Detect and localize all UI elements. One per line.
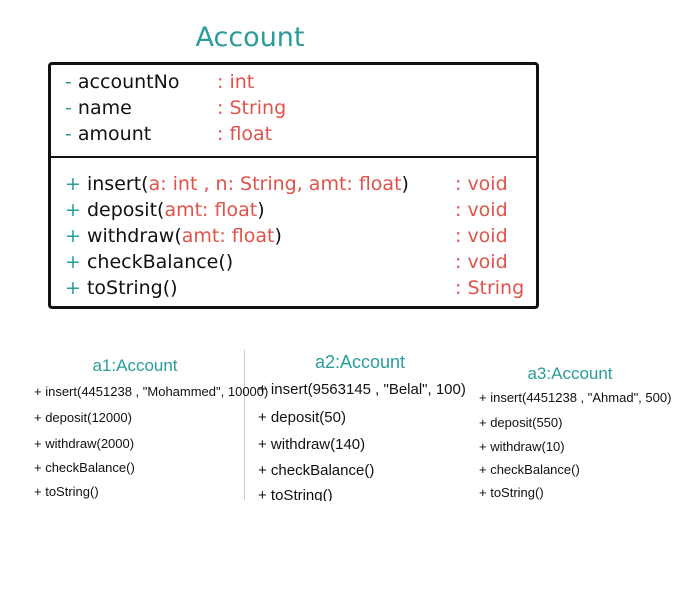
operation-name: checkBalance() <box>86 251 234 273</box>
object-a1-call: + toString() <box>34 484 99 499</box>
object-a3-call: + insert(4451238 , "Ahmad", 500) <box>479 390 672 405</box>
operation-params: a: int , n: String, amt: float <box>148 173 402 195</box>
operation-row: + deposit(amt: float) <box>65 199 265 221</box>
object-a1-call: + insert(4451238 , "Mohammed", 10000) <box>34 384 269 399</box>
return-type: : void <box>455 225 508 247</box>
column-separator <box>244 350 245 500</box>
object-a1-call: + deposit(12000) <box>34 410 132 425</box>
operation-params: amt: float <box>164 199 258 221</box>
object-a2-call: + toString() <box>258 487 333 501</box>
return-type: : void <box>455 173 508 195</box>
attribute-row: - accountNo <box>65 71 179 93</box>
operation-row: + withdraw(amt: float) <box>65 225 282 247</box>
operation-params: amt: float <box>181 225 275 247</box>
attribute-type: : int <box>217 71 255 93</box>
object-a2-call: + insert(9563145 , "Belal", 100) <box>258 381 466 398</box>
attribute-row: - name <box>65 97 132 119</box>
object-a3-call: + toString() <box>479 485 544 500</box>
visibility-marker: + <box>65 251 81 273</box>
object-title-a2: a2:Account <box>314 352 406 372</box>
attribute-name: name <box>77 97 132 119</box>
visibility-marker: - <box>65 97 72 119</box>
operation-close: ) <box>274 225 282 247</box>
operation-name: withdraw( <box>86 225 182 247</box>
object-a3-call: + checkBalance() <box>479 462 580 477</box>
operation-name: insert( <box>86 173 149 195</box>
operation-name: deposit( <box>86 199 165 221</box>
attribute-name: accountNo <box>77 71 180 93</box>
attribute-type: : float <box>217 123 273 145</box>
attribute-name: amount <box>77 123 152 145</box>
object-a1-call: + withdraw(2000) <box>34 436 135 451</box>
attribute-row: - amount <box>65 123 151 145</box>
return-type: : String <box>455 277 525 299</box>
object-a3-call: + withdraw(10) <box>479 439 565 454</box>
operation-row: + toString() <box>65 277 178 299</box>
operation-close: ) <box>401 173 409 195</box>
object-title-a3: a3:Account <box>527 364 613 383</box>
uml-class-box: - accountNo : int - name : String - amou… <box>48 62 539 309</box>
operation-close: ) <box>257 199 265 221</box>
object-a3-call: + deposit(550) <box>479 415 563 430</box>
operation-name: toString() <box>86 277 178 299</box>
visibility-marker: - <box>65 123 72 145</box>
operation-row: + checkBalance() <box>65 251 233 273</box>
visibility-marker: + <box>65 225 81 247</box>
class-title: Account <box>195 22 305 53</box>
visibility-marker: + <box>65 277 81 299</box>
object-a1-call: + checkBalance() <box>34 460 135 475</box>
return-type: : void <box>455 251 508 273</box>
visibility-marker: + <box>65 199 81 221</box>
attribute-type: : String <box>217 97 287 119</box>
object-a2-call: + deposit(50) <box>258 409 346 426</box>
object-title-a1: a1:Account <box>92 356 178 375</box>
visibility-marker: + <box>65 173 81 195</box>
object-a2-call: + checkBalance() <box>258 462 375 479</box>
visibility-marker: - <box>65 71 72 93</box>
object-a2-call: + withdraw(140) <box>258 436 366 453</box>
compartment-divider <box>51 156 536 158</box>
operation-row: + insert(a: int , n: String, amt: float) <box>65 173 409 195</box>
return-type: : void <box>455 199 508 221</box>
